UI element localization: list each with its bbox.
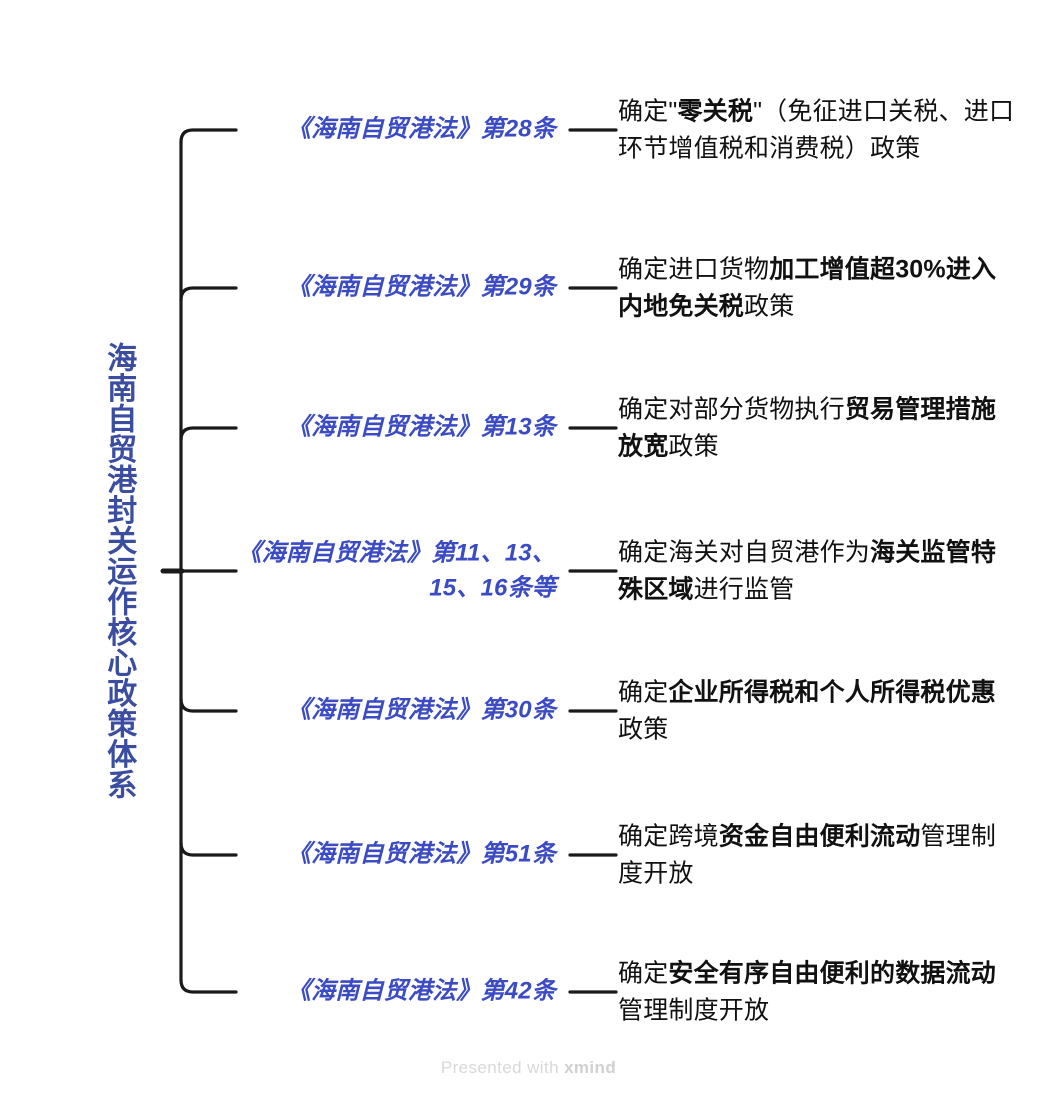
watermark-prefix: Presented with (440, 1058, 565, 1077)
plain-text: 进行监管 (693, 575, 795, 603)
plain-text: 政策 (668, 432, 719, 460)
branch-row[interactable]: 《海南自贸港法》第28条 确定"零关税"（免征进口关税、进口环节增值税和消费税）… (232, 94, 1042, 167)
branch-title: 《海南自贸港法》第11、13、15、16条等 (237, 539, 556, 601)
plain-text: 确定" (618, 97, 678, 126)
plain-text: 管理制度开放 (618, 822, 997, 888)
emphasis-text: 零关税 (677, 97, 754, 126)
emphasis-text: 安全有序自由便利的数据流动 (668, 959, 997, 988)
plain-text: 确定进口货物 (618, 255, 770, 284)
branch-row[interactable]: 《海南自贸港法》第30条 确定企业所得税和个人所得税优惠政策 (232, 675, 1042, 748)
branch-description: 确定对部分货物执行贸易管理措施放宽政策 (618, 392, 1018, 465)
watermark-brand: xmind (564, 1058, 617, 1077)
branch-description: 确定进口货物加工增值超30%进入内地免关税政策 (618, 252, 1018, 325)
plain-text: 政策 (618, 715, 669, 743)
branch-title: 《海南自贸港法》第13条 (286, 413, 556, 441)
plain-text: 管理制度开放 (618, 996, 770, 1024)
branch-row[interactable]: 《海南自贸港法》第42条 确定安全有序自由便利的数据流动管理制度开放 (232, 956, 1042, 1029)
branch-description: 确定"零关税"（免征进口关税、进口环节增值税和消费税）政策 (618, 94, 1018, 167)
plain-text: 确定对部分货物执行 (618, 395, 845, 424)
branch-description: 确定跨境资金自由便利流动管理制度开放 (618, 819, 1018, 892)
branch-description: 确定安全有序自由便利的数据流动管理制度开放 (618, 956, 1018, 1029)
plain-text: 确定 (618, 959, 669, 988)
branch-row[interactable]: 《海南自贸港法》第13条 确定对部分货物执行贸易管理措施放宽政策 (232, 392, 1042, 465)
emphasis-text: 企业所得税和个人所得税优惠 (668, 678, 997, 707)
branch-row[interactable]: 《海南自贸港法》第11、13、15、16条等 确定海关对自贸港作为海关监管特殊区… (232, 535, 1042, 608)
plain-text: 确定 (618, 678, 669, 707)
plain-text: "（免征进口关税、进口环节增值税和消费税）政策 (618, 97, 1015, 163)
branch-description: 确定海关对自贸港作为海关监管特殊区域进行监管 (618, 535, 1018, 608)
branch-title: 《海南自贸港法》第30条 (286, 696, 556, 724)
branch-title: 《海南自贸港法》第29条 (286, 273, 556, 301)
plain-text: 政策 (744, 292, 795, 320)
plain-text: 确定跨境 (618, 822, 719, 851)
plain-text: 确定海关对自贸港作为 (618, 538, 871, 567)
xmind-watermark: Presented with xmind (0, 1058, 1057, 1078)
emphasis-text: 海关监管特殊区域 (618, 538, 997, 604)
branch-row[interactable]: 《海南自贸港法》第29条 确定进口货物加工增值超30%进入内地免关税政策 (232, 252, 1042, 325)
branch-title: 《海南自贸港法》第42条 (286, 977, 556, 1005)
branch-title: 《海南自贸港法》第28条 (286, 115, 556, 143)
emphasis-text: 资金自由便利流动 (718, 822, 921, 851)
root-node-label: 海南自贸港封关运作核心政策体系 (102, 342, 136, 800)
branch-description: 确定企业所得税和个人所得税优惠政策 (618, 675, 1018, 748)
branch-title: 《海南自贸港法》第51条 (286, 840, 556, 868)
branch-row[interactable]: 《海南自贸港法》第51条 确定跨境资金自由便利流动管理制度开放 (232, 819, 1042, 892)
root-node[interactable]: 海南自贸港封关运作核心政策体系 (86, 228, 150, 914)
emphasis-text: 加工增值超30%进入内地免关税 (618, 255, 997, 321)
emphasis-text: 贸易管理措施放宽 (618, 395, 997, 461)
